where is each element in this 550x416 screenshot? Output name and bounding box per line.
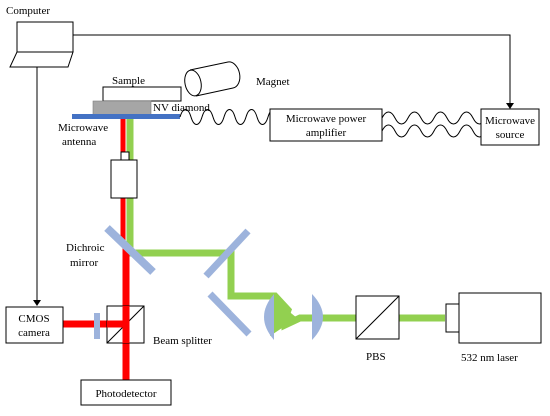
microwave-power-amplifier-box <box>269 108 383 142</box>
microwave-antenna-label-line2: antenna <box>62 136 96 148</box>
lens-right <box>312 294 323 340</box>
dichroic-mirror <box>104 225 156 275</box>
objective-lens <box>110 151 138 199</box>
green-laser-beam <box>126 119 445 336</box>
magnet-label: Magnet <box>256 76 290 88</box>
arrowhead-to-microwave-source <box>506 103 514 109</box>
microwave-antenna <box>72 114 180 119</box>
dichroic-label-line1: Dichroic <box>66 242 105 254</box>
steering-mirror-1 <box>203 228 251 279</box>
steering-mirror-2 <box>207 291 252 337</box>
mw-amp-label-line2: amplifier <box>306 127 347 139</box>
cmos-label-line2: camera <box>18 327 50 339</box>
mw-amp-label-line1: Microwave power <box>286 113 367 125</box>
mw-source-label-line1: Microwave <box>485 115 535 127</box>
amplifier-to-source-cable-2 <box>381 124 487 138</box>
photodetector-box <box>80 379 172 406</box>
nv-diamond <box>92 100 152 116</box>
antenna-to-amplifier-cable <box>179 109 280 125</box>
dichroic-label-line2: mirror <box>70 257 98 269</box>
focused-beam-cone <box>270 296 297 336</box>
microwave-source-box <box>480 108 540 146</box>
mw-source-label-line2: source <box>496 129 525 141</box>
magnet-icon <box>184 61 241 97</box>
sample-label: Sample <box>112 75 145 87</box>
nv-diamond-label: NV diamond <box>153 102 210 114</box>
microwave-antenna-label-line1: Microwave <box>58 122 108 134</box>
lens-left <box>264 294 274 340</box>
computer-label: Computer <box>6 5 50 17</box>
computer-icon <box>9 21 74 68</box>
beam-splitter-label: Beam splitter <box>153 335 212 347</box>
laser-532nm <box>445 292 542 344</box>
laser-label: 532 nm laser <box>461 352 518 364</box>
sample-plate <box>102 86 182 102</box>
beam-splitter-cube <box>106 305 145 344</box>
computer-to-microwave-source-line <box>73 34 511 105</box>
cmos-label-line1: CMOS <box>18 313 49 325</box>
photodetector-label: Photodetector <box>95 388 156 400</box>
cmos-camera-box <box>5 306 64 344</box>
pbs-cube <box>355 295 400 340</box>
pbs-label: PBS <box>366 351 386 363</box>
amplifier-to-source-cable-1 <box>381 111 487 125</box>
arrowhead-to-cmos <box>33 300 41 306</box>
